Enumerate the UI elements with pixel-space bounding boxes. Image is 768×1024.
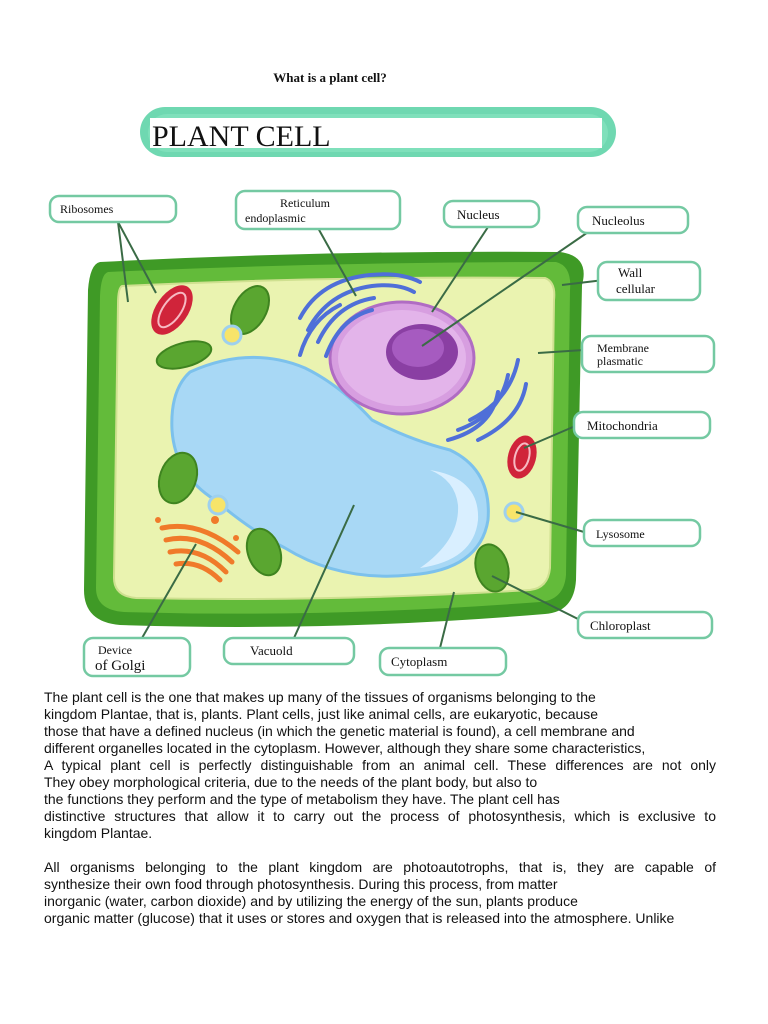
paragraph-2: All organisms belonging to the plant kin… <box>44 859 716 927</box>
diagram-title-banner: PLANT CELL <box>140 107 616 157</box>
page-heading: What is a plant cell? <box>273 70 387 85</box>
label-membrane-1: Membrane <box>597 341 649 355</box>
text-line: synthesize their own food through photos… <box>44 876 558 892</box>
endoplasmic-reticulum <box>298 272 528 442</box>
chloroplasts <box>155 285 510 593</box>
text-line: the functions they perform and the type … <box>44 791 560 807</box>
plant-cell-diagram: PLANT CELL <box>48 107 716 678</box>
text-line: They obey morphological criteria, due to… <box>44 774 538 790</box>
label-nucleolus: Nucleolus <box>592 213 645 228</box>
text-line: The plant cell is the one that makes up … <box>44 689 596 705</box>
body-text: The plant cell is the one that makes up … <box>44 689 716 927</box>
label-wall-2: cellular <box>616 281 656 296</box>
label-nucleus: Nucleus <box>457 207 500 222</box>
label-golgi-1: Device <box>98 643 132 657</box>
text-line: All organisms belonging to the plant kin… <box>44 859 716 875</box>
label-ribosomes: Ribosomes <box>60 202 114 216</box>
label-reticulum-2: endoplasmic <box>245 211 306 225</box>
text-line: A typical plant cell is perfectly distin… <box>44 757 716 773</box>
label-golgi-2: of Golgi <box>95 658 145 674</box>
text-line: different organelles located in the cyto… <box>44 740 646 756</box>
label-wall-1: Wall <box>618 265 643 280</box>
text-line: those that have a defined nucleus (in wh… <box>44 723 635 739</box>
golgi-apparatus <box>155 516 241 583</box>
label-chloroplast: Chloroplast <box>590 618 651 633</box>
text-line: kingdom Plantae, that is, plants. Plant … <box>44 706 599 722</box>
diagram-title: PLANT CELL <box>152 120 331 153</box>
label-cytoplasm: Cytoplasm <box>391 654 447 669</box>
label-mitochondria: Mitochondria <box>587 418 658 433</box>
pointer-lines <box>117 221 605 649</box>
text-line: inorganic (water, carbon dioxide) and by… <box>44 893 578 909</box>
paragraph-1: The plant cell is the one that makes up … <box>44 689 716 842</box>
label-reticulum-1: Reticulum <box>280 196 331 210</box>
text-line: distinctive structures that allow it to … <box>44 808 716 824</box>
nucleus <box>328 300 476 416</box>
text-line: organic matter (glucose) that it uses or… <box>44 910 675 926</box>
label-membrane-2: plasmatic <box>597 354 643 368</box>
label-vacuole: Vacuold <box>250 643 293 658</box>
text-line: kingdom Plantae. <box>44 825 153 841</box>
lysosomes <box>207 324 525 523</box>
label-lysosome: Lysosome <box>596 527 645 541</box>
